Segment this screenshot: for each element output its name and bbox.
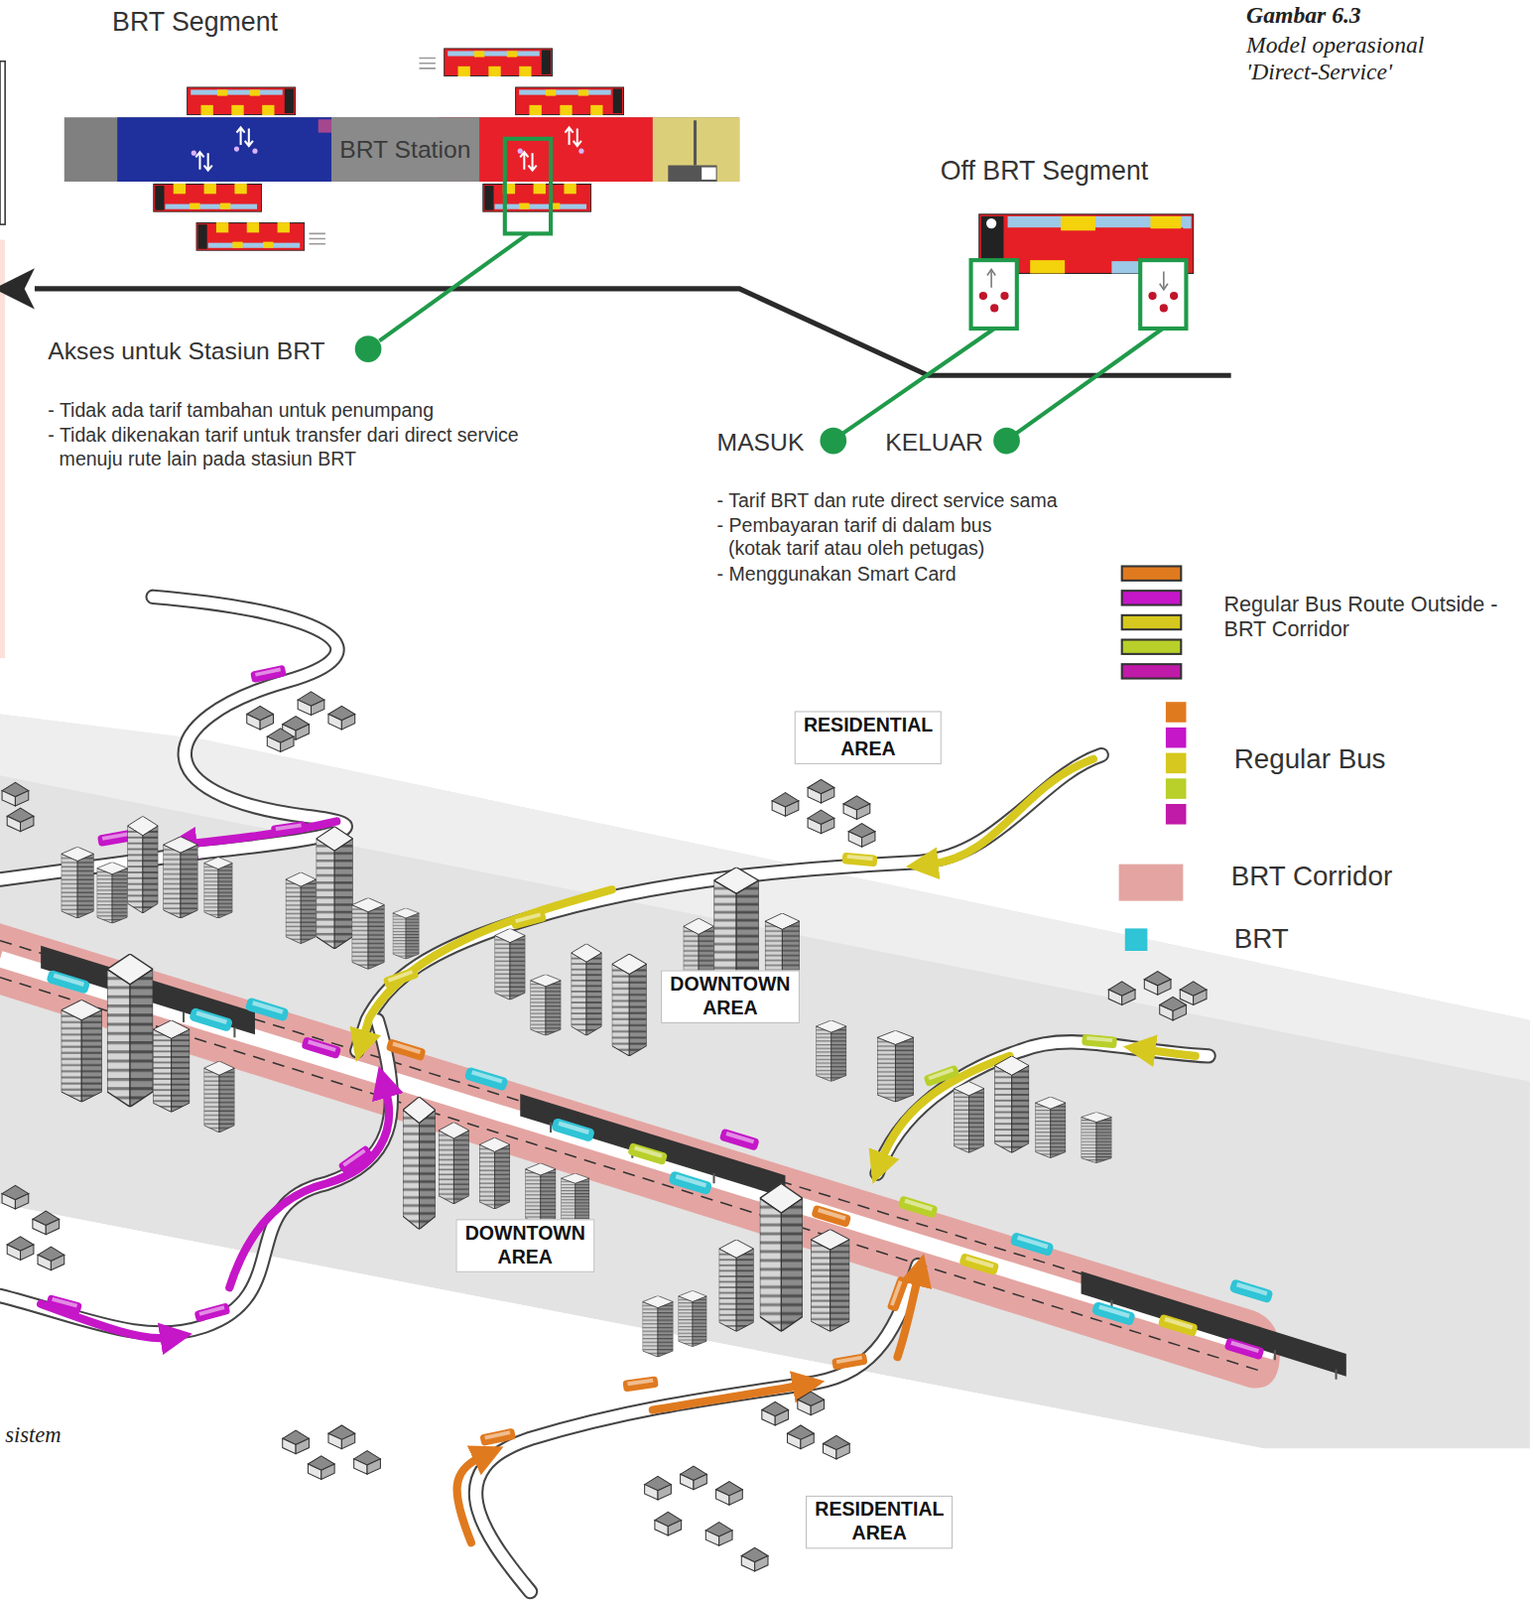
area-label-box: DOWNTOWN AREA [455,1218,595,1272]
node-text: DOWNTOWN AREA [669,973,790,1021]
node-text: RESIDENTIAL AREA [803,714,933,762]
callout-heading: KELUAR [885,428,984,459]
note-line: - Tidak ada tarif tambahan untuk penumpa… [47,399,434,423]
callout-heading: MASUK [717,428,805,459]
figure-caption: Model operasional 'Direct-Service' [1246,32,1481,86]
note-line: - Menggunakan Smart Card [717,562,957,586]
legend-swatch [1125,927,1149,951]
note-line: - Pembayaran tarif di dalam bus (kotak t… [717,513,1023,561]
area-label-box: DOWNTOWN AREA [660,970,800,1023]
segment-heading: BRT Segment [112,5,278,38]
area-label-box: RESIDENTIAL AREA [805,1495,953,1548]
figure-title: Gambar 6.3 [1246,1,1362,29]
legend-swatch [1119,864,1184,901]
legend-text: BRT Corridor [1231,860,1393,894]
node-text: RESIDENTIAL AREA [814,1498,944,1545]
cut-off-text: sistem [4,1421,62,1449]
legend-text: BRT [1234,921,1289,955]
station-platform: BRT Station [331,117,480,182]
note-line: - Tarif BRT dan rute direct service sama [717,489,1058,512]
callout-heading: Akses untuk Stasiun BRT [47,336,325,367]
node-text: BRT Station [339,117,471,182]
area-label-box: RESIDENTIAL AREA [794,710,942,764]
legend-text: Regular Bus [1234,742,1387,775]
note-line: - Tidak dikenakan tarif untuk transfer d… [47,424,558,472]
node-text: DOWNTOWN AREA [465,1221,586,1269]
segment-heading: Off BRT Segment [940,154,1149,187]
legend-text: Regular Bus Route Outside - BRT Corridor [1223,590,1525,642]
